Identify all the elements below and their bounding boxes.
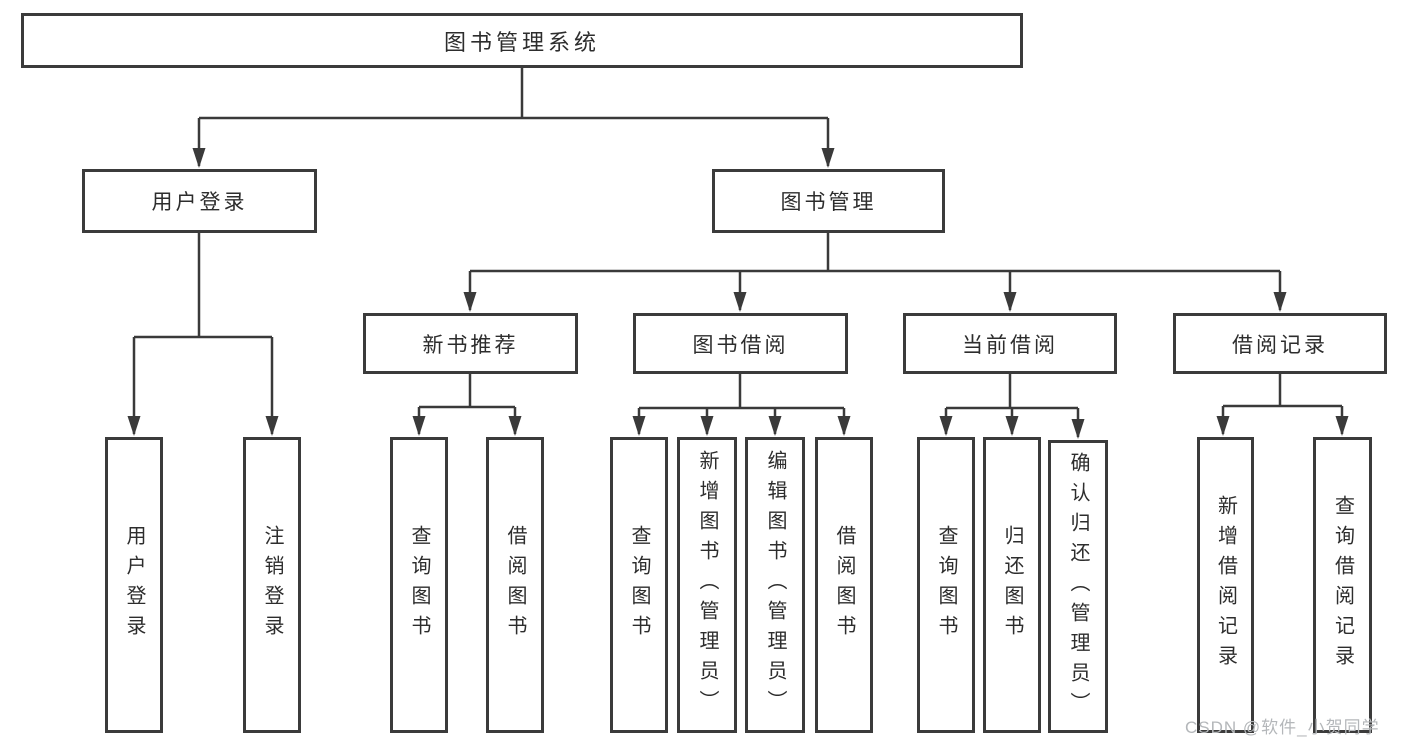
leaf-label: 确认归还（管理员） — [1067, 451, 1089, 722]
leaf-edit-books-admin: 编辑图书（管理员） — [745, 437, 805, 733]
connector-management-to-groups — [463, 233, 1287, 312]
leaf-current-query-books: 查询图书 — [917, 437, 975, 733]
leaf-label: 借阅图书 — [833, 525, 855, 645]
leaf-confirm-return-admin: 确认归还（管理员） — [1048, 440, 1108, 733]
leaf-label: 查询图书 — [628, 525, 650, 645]
leaf-user-login: 用户登录 — [105, 437, 163, 733]
leaf-label: 编辑图书（管理员） — [764, 450, 786, 720]
leaf-label: 查询借阅记录 — [1331, 495, 1354, 675]
node-book-management: 图书管理 — [712, 169, 945, 233]
node-book-borrow: 图书借阅 — [633, 313, 848, 374]
connector-login-to-children — [127, 232, 279, 436]
connector-borrow-to-children — [632, 374, 851, 436]
leaf-logout: 注销登录 — [243, 437, 301, 733]
leaf-label: 新增借阅记录 — [1214, 495, 1237, 675]
leaf-label: 查询图书 — [935, 525, 957, 645]
leaf-return-books: 归还图书 — [983, 437, 1041, 733]
leaf-borrow-books: 借阅图书 — [815, 437, 873, 733]
node-root: 图书管理系统 — [21, 13, 1023, 68]
node-user-login: 用户登录 — [82, 169, 317, 233]
leaf-recommend-query-books: 查询图书 — [390, 437, 448, 733]
connector-root-to-level2 — [192, 68, 835, 168]
connector-records-to-children — [1216, 374, 1349, 436]
leaf-label: 新增图书（管理员） — [696, 450, 718, 720]
leaf-label: 借阅图书 — [504, 525, 526, 645]
csdn-watermark: CSDN @软件_小贺同学 — [1185, 718, 1380, 737]
leaf-borrow-query-books: 查询图书 — [610, 437, 668, 733]
leaf-query-borrow-record: 查询借阅记录 — [1313, 437, 1372, 733]
node-borrow-records: 借阅记录 — [1173, 313, 1387, 374]
leaf-label: 注销登录 — [261, 525, 283, 645]
leaf-add-books-admin: 新增图书（管理员） — [677, 437, 737, 733]
node-new-book-recommend: 新书推荐 — [363, 313, 578, 374]
node-current-borrow: 当前借阅 — [903, 313, 1117, 374]
leaf-label: 查询图书 — [408, 525, 430, 645]
connector-current-to-children — [939, 374, 1085, 439]
leaf-label: 用户登录 — [123, 525, 145, 645]
leaf-label: 归还图书 — [1001, 525, 1023, 645]
leaf-recommend-borrow-books: 借阅图书 — [486, 437, 544, 733]
leaf-add-borrow-record: 新增借阅记录 — [1197, 437, 1254, 733]
connector-recommend-to-children — [412, 374, 522, 436]
